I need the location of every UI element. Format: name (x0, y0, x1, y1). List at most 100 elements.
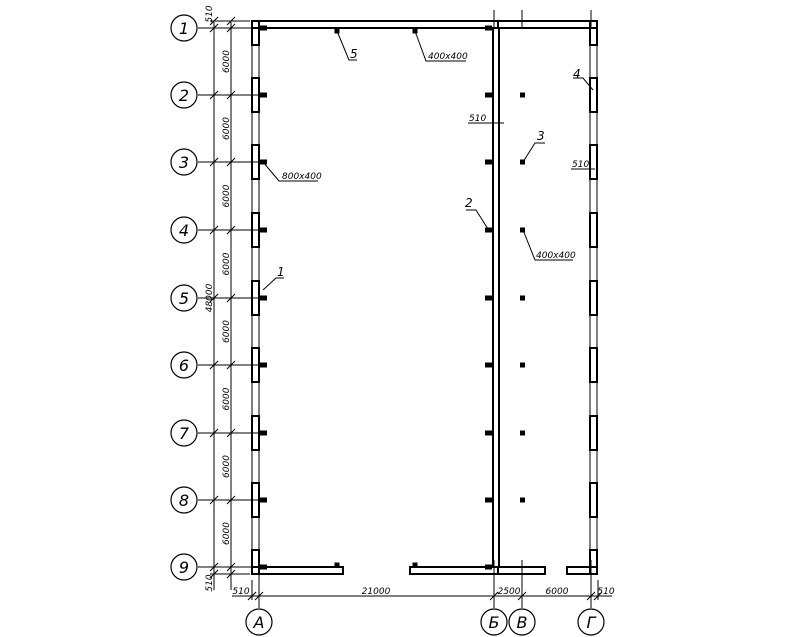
column-v (520, 295, 525, 301)
column-axis-label: Г (587, 613, 597, 632)
callout-3: 3 (537, 129, 545, 143)
callouts: 1 2 3 4 5 800x400 400x400 400x400 510 51… (262, 30, 595, 291)
column-axis-circle (577, 608, 605, 636)
row-axis-circle (170, 148, 198, 176)
wall-axis-b (492, 27, 500, 568)
column-a (260, 362, 267, 368)
wall-panel-g (589, 144, 598, 180)
wall-panels (251, 77, 598, 518)
callout-column-outer: 800x400 (282, 172, 322, 182)
row-axis-circle (170, 486, 198, 514)
column-a (260, 25, 267, 31)
dim-v-g: 6000 (546, 587, 569, 597)
column-axis-label: В (517, 613, 528, 632)
dim-a-b: 21000 (362, 587, 391, 597)
column-b (485, 564, 492, 570)
top-wall-right (497, 20, 598, 29)
column-a (260, 92, 267, 98)
wall-panel-a (251, 415, 260, 451)
corner-bottom-left (251, 549, 260, 575)
column-b (485, 497, 492, 503)
column-a (260, 497, 267, 503)
wall-panel-a (251, 144, 260, 180)
row-axis-label: 2 (179, 86, 189, 105)
dim-span: 6000 (222, 252, 232, 275)
column-axis-label: Б (489, 613, 500, 632)
callout-5: 5 (350, 47, 358, 61)
wall-panel-a (251, 77, 260, 113)
row-axis-label: 8 (179, 491, 189, 510)
callout-wall-g: 510 (572, 160, 589, 170)
bottom-dimension-chain: 510 21000 2500 6000 510 (232, 580, 615, 601)
row-axis-circle (170, 553, 198, 581)
column-axis-circle (508, 608, 536, 636)
row-axis-circle (170, 216, 198, 244)
bottom-wall-3 (497, 566, 546, 575)
row-axis-circle (170, 81, 198, 109)
dim-span: 6000 (222, 387, 232, 410)
callout-wall-b: 510 (469, 114, 486, 124)
dim-span: 6000 (222, 184, 232, 207)
column-b (485, 362, 492, 368)
dim-span: 6000 (222, 320, 232, 343)
row-axis-label: 1 (179, 19, 189, 38)
column-v (520, 362, 525, 368)
row-axis-circle (170, 419, 198, 447)
wall-panel-a (251, 212, 260, 248)
wall-panel-g (589, 415, 598, 451)
column-v (520, 227, 525, 233)
dim-a-edge: 510 (232, 587, 249, 597)
row-axis-label: 9 (179, 558, 189, 577)
wall-panel-g (589, 347, 598, 383)
column-b (485, 227, 492, 233)
column-small (334, 562, 340, 568)
row-axis-circle (170, 14, 198, 42)
callout-1: 1 (277, 265, 285, 279)
dim-b-v: 2500 (498, 587, 521, 597)
column-b (485, 430, 492, 436)
column-b (485, 295, 492, 301)
column-v (520, 159, 525, 165)
column-axis-circle (245, 608, 273, 636)
column-v (520, 497, 525, 503)
wall-panel-g (589, 212, 598, 248)
dim-edge-top: 510 (205, 5, 215, 22)
column-a (260, 564, 267, 570)
column-v (520, 92, 525, 98)
callout-column-mid: 400x400 (536, 251, 576, 261)
dim-edge-bottom: 510 (205, 574, 215, 591)
corner-top-left (251, 20, 260, 46)
wall-panel-a (251, 347, 260, 383)
column-b (485, 159, 492, 165)
column-small (412, 562, 418, 568)
callout-2: 2 (465, 196, 473, 210)
column-v (520, 430, 525, 436)
bottom-wall-2 (409, 566, 499, 575)
wall-panel-g (589, 280, 598, 316)
wall-panel-a (251, 280, 260, 316)
column-a (260, 430, 267, 436)
column-a (260, 295, 267, 301)
row-axis-label: 5 (179, 289, 189, 308)
column-a (260, 227, 267, 233)
column-axis-label: А (253, 613, 265, 632)
wall-panel-a (251, 482, 260, 518)
column-axis-lines (258, 10, 592, 608)
row-axis-circle (170, 284, 198, 312)
wall-panel-g (589, 482, 598, 518)
row-axis-label: 7 (179, 424, 190, 443)
corner-top-right (589, 20, 598, 46)
dim-span: 6000 (222, 455, 232, 478)
row-axis-label: 3 (179, 153, 189, 172)
row-axis-circle (170, 351, 198, 379)
row-axis-label: 6 (179, 356, 189, 375)
corner-bottom-right (589, 549, 598, 575)
building-walls (251, 20, 598, 575)
column-b (485, 92, 492, 98)
wall-panel-g (589, 77, 598, 113)
dim-span: 6000 (222, 50, 232, 73)
